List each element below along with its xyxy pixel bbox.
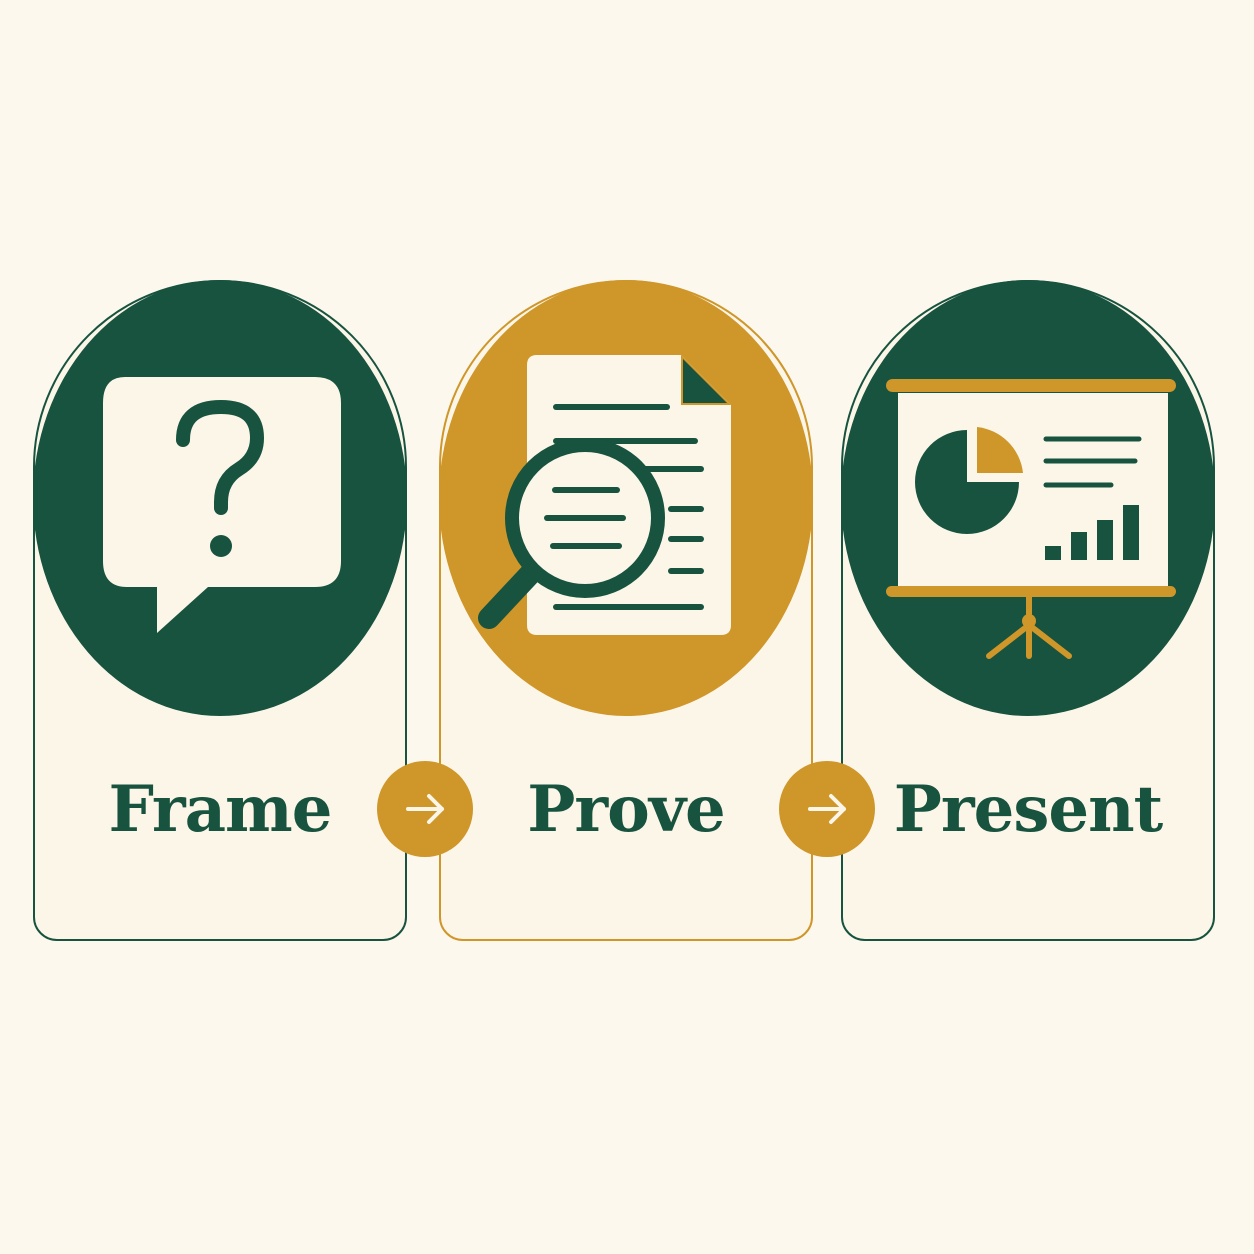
connector-arrow-frame-to-prove [377, 761, 473, 857]
step-label-prove: Prove [527, 772, 725, 847]
arrow-right-icon [406, 794, 444, 824]
step-card-present: Present [841, 280, 1215, 941]
connector-arrow-prove-to-present [779, 761, 875, 857]
step-label-present: Present [893, 772, 1163, 847]
presentation-board-icon [886, 379, 1176, 659]
document-magnifier-icon [478, 355, 731, 635]
prove-icon-circle [439, 280, 813, 716]
arrow-right-icon [808, 794, 846, 824]
frame-icon-circle [33, 280, 407, 716]
present-icon-circle [841, 280, 1215, 716]
question-speech-bubble-icon [103, 377, 341, 633]
step-card-prove: Prove [439, 280, 813, 941]
step-card-frame: Frame [33, 280, 407, 941]
step-label-frame: Frame [108, 772, 333, 847]
